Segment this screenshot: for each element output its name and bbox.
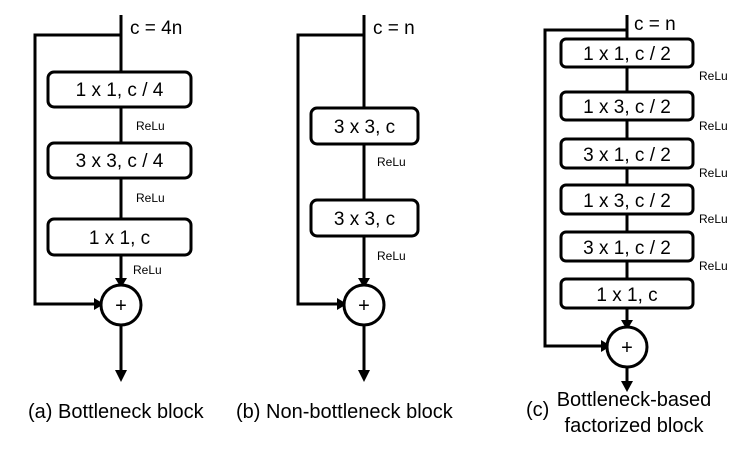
panel-c-arrow-head-sum [621,320,633,330]
panel-b-relu-1: ReLu [377,155,406,169]
panel-c-layer-label-6: 1 x 1, c [596,285,657,306]
panel-a-sum-node [99,283,143,327]
panel-c-layer-box-3 [559,137,695,170]
panel-a-layer-box-2 [46,141,193,180]
panel-a-skip-connection [33,33,121,306]
panel-a-arrow-head-output [115,370,127,382]
panel-c-layer-box-6 [559,277,695,310]
panel-c-skip-connection [543,28,627,348]
panel-c-relu-5: ReLu [699,259,728,273]
panel-c-sum-node [605,325,649,369]
panel-a-relu-3: ReLu [133,263,162,277]
panel-a-layer-box-3 [46,217,193,257]
panel-b-arrow-head-output [358,370,370,382]
panel-c-layer-box-1 [559,37,695,69]
panel-a-layer-label-1: 1 x 1, c / 4 [76,80,164,101]
panel-a-relu-2: ReLu [136,191,165,205]
panel-b-layer-box-1 [309,106,420,146]
panel-c-layer-label-2: 1 x 3, c / 2 [583,97,671,118]
panel-a-skip-arrow-head [94,298,104,310]
panel-b-relu-2: ReLu [377,249,406,263]
panel-b-skip-arrow-head [337,298,347,310]
panel-a-layer-label-3: 1 x 1, c [89,228,150,249]
panel-c-relu-3: ReLu [699,166,728,180]
panel-c-layer-box-5 [559,230,695,263]
panel-b-non-bottleneck-block: c = n 3 x 3, c ReLu 3 x 3, c ReLu + (b) … [236,15,454,423]
panel-b-layer-label-2: 3 x 3, c [334,209,395,230]
panel-a-sum-symbol: + [115,295,127,317]
panel-c-relu-2: ReLu [699,119,728,133]
panel-c-layer-box-4 [559,183,695,216]
panel-a-channel-label: c = 4n [130,18,182,39]
panel-b-layer-label-1: 3 x 3, c [334,117,395,138]
panel-c-layer-label-5: 3 x 1, c / 2 [583,238,671,259]
panel-c-caption-line-2: factorized block [565,415,705,437]
panel-b-layer-box-2 [309,198,420,238]
panel-a-layer-label-2: 3 x 3, c / 4 [76,151,164,172]
panel-c-factorized-block: c = n 1 x 1, c / 2 ReLu 1 x 3, c / 2 ReL… [526,14,728,437]
panel-c-layer-label-1: 1 x 1, c / 2 [583,44,671,65]
panel-a-relu-1: ReLu [136,119,165,133]
panel-c-channel-label: c = n [634,14,676,35]
panel-b-arrow-head-sum [358,278,370,288]
panel-c-caption-prefix: (c) [526,399,549,421]
panel-c-sum-symbol: + [621,337,633,359]
panel-c-relu-4: ReLu [699,212,728,226]
panel-a-caption: (a) Bottleneck block [28,401,205,423]
panel-a-bottleneck-block: c = 4n 1 x 1, c / 4 ReLu 3 x 3, c / 4 Re… [28,15,205,423]
panel-c-relu-1: ReLu [699,69,728,83]
panel-c-caption-line-1: Bottleneck-based [557,389,712,411]
panel-b-skip-connection [296,33,364,306]
panel-a-arrow-head-sum [115,278,127,288]
panel-c-layer-label-3: 3 x 1, c / 2 [583,145,671,166]
panel-c-layer-box-2 [559,90,695,122]
panel-b-sum-symbol: + [358,295,370,317]
panel-a-layer-box-1 [46,70,193,109]
panel-b-channel-label: c = n [373,18,415,39]
panel-c-arrow-head-output [621,381,633,392]
panel-c-layer-label-4: 1 x 3, c / 2 [583,191,671,212]
panel-b-sum-node [342,283,386,327]
panel-b-caption: (b) Non-bottleneck block [236,401,454,423]
